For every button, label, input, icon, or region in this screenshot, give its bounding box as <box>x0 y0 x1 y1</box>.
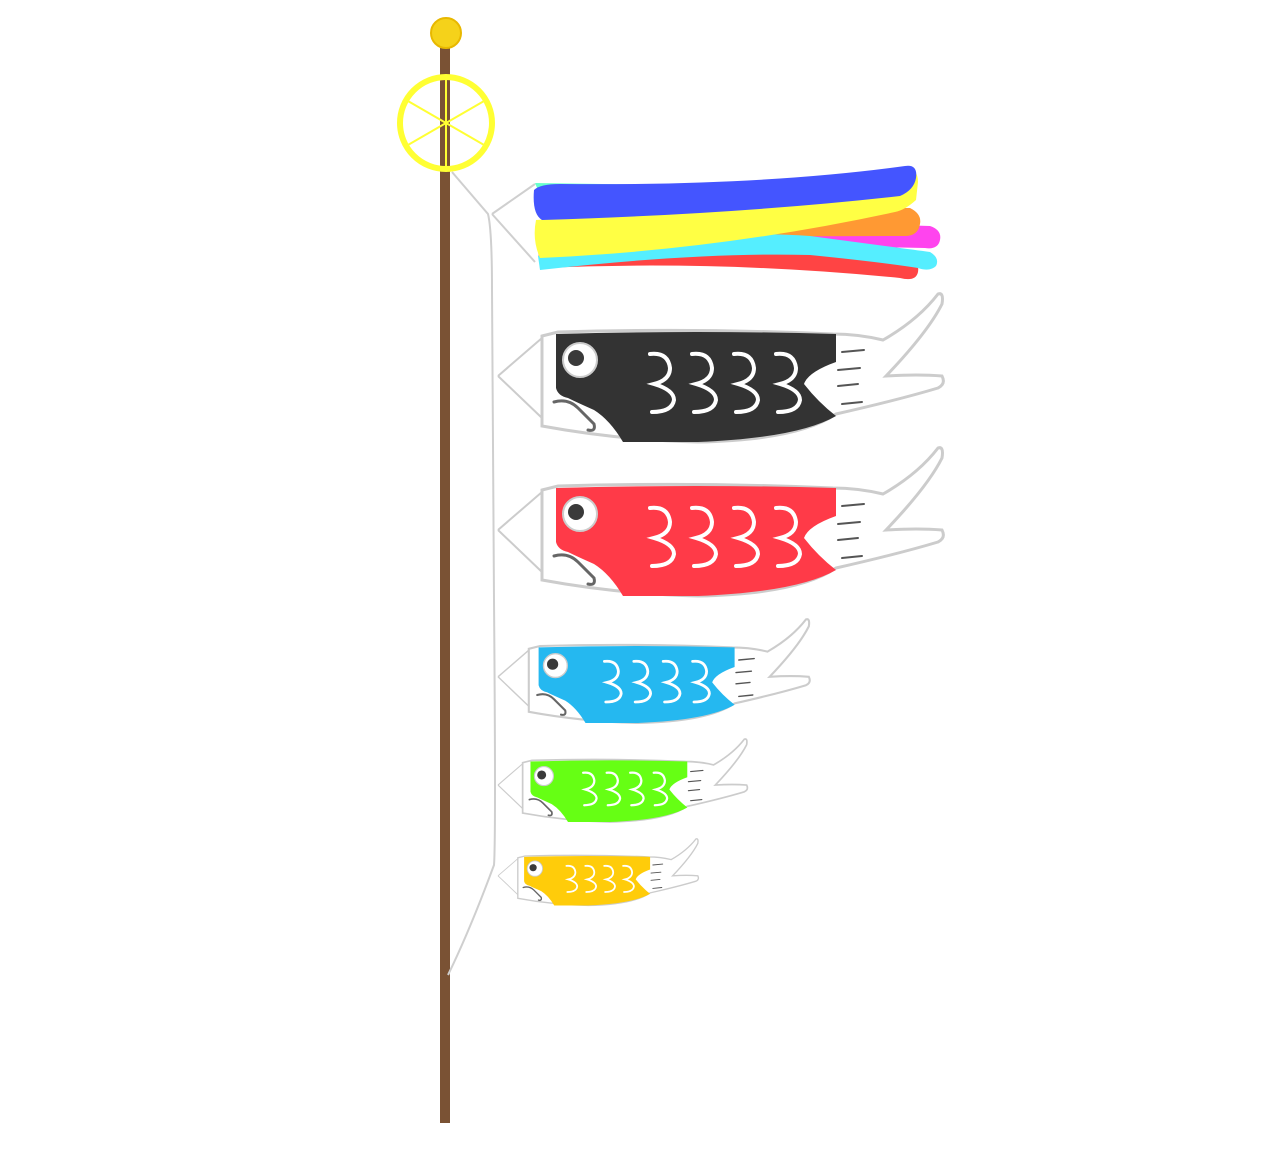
carp-tail-line <box>738 694 754 698</box>
carp-tail-line <box>841 503 865 507</box>
yellow-carp <box>497 838 700 907</box>
carp-scale <box>730 351 761 414</box>
carp-tail-line <box>650 871 662 874</box>
carp-scale <box>651 771 669 807</box>
carp-tail-line <box>841 401 863 405</box>
carp-tail-line <box>735 681 751 685</box>
finial-ball <box>430 17 462 49</box>
carp-scale <box>646 505 677 568</box>
carp-tail-line <box>650 878 661 881</box>
carp-scale <box>604 771 622 807</box>
carp-tail-line <box>687 788 701 792</box>
carp-scale <box>564 864 579 893</box>
carp-scale <box>660 659 682 704</box>
carp-tail-line <box>687 780 702 783</box>
carp-scale <box>601 659 623 704</box>
carp-whisker <box>528 798 553 817</box>
carp-whisker <box>536 693 567 716</box>
carp-scale <box>772 505 803 568</box>
carp-eye-pupil <box>547 658 559 670</box>
carp-string <box>497 858 519 896</box>
carp-body <box>556 332 836 442</box>
streamer <box>533 165 917 220</box>
carp-string <box>497 763 524 809</box>
carp-scale <box>602 864 616 893</box>
carp-tail-line <box>837 521 861 525</box>
carps <box>497 292 945 907</box>
blue-carp <box>497 618 811 725</box>
rope <box>447 171 496 976</box>
carp-string <box>497 337 543 419</box>
carp-scale <box>581 771 598 807</box>
carp-body <box>524 856 651 906</box>
carp-scale <box>688 351 719 414</box>
carp-scale <box>690 659 711 704</box>
red-carp <box>497 446 945 598</box>
carp-tail-line <box>690 799 703 802</box>
green-carp <box>497 738 749 823</box>
carp-scale <box>628 771 645 807</box>
carp-string <box>497 491 543 573</box>
carp-tail-line <box>652 863 664 866</box>
carp-eye-pupil <box>529 864 537 872</box>
carp-tail-line <box>652 887 663 889</box>
carp-body <box>530 760 688 822</box>
fukinagashi-streamers <box>491 165 941 280</box>
carp-tail-line <box>837 537 859 541</box>
carp-body <box>556 486 836 596</box>
carp-eye-pupil <box>568 504 584 520</box>
carp-tail-line <box>841 555 863 559</box>
carp-scale <box>730 505 761 568</box>
black-carp <box>497 292 945 444</box>
carp-scale <box>621 864 635 893</box>
carp-eye-pupil <box>537 770 547 780</box>
carp-scale <box>688 505 719 568</box>
carp-whisker <box>552 553 596 586</box>
carp-scale <box>631 659 653 704</box>
carp-tail-line <box>735 670 753 674</box>
carp-string <box>497 649 530 707</box>
carp-tail-line <box>837 367 861 371</box>
carp-whisker <box>552 399 596 432</box>
carp-tail-line <box>738 657 755 661</box>
carp-body <box>538 646 735 723</box>
carp-whisker <box>522 886 543 901</box>
carp-tail-line <box>690 769 704 773</box>
pole <box>440 44 450 1123</box>
carp-eye-pupil <box>568 350 584 366</box>
carp-scale <box>583 864 598 893</box>
carp-scale <box>646 351 677 414</box>
carp-tail-line <box>837 383 859 387</box>
carp-scale <box>772 351 803 414</box>
carp-tail-line <box>841 349 865 353</box>
wind-wheel <box>397 74 495 172</box>
